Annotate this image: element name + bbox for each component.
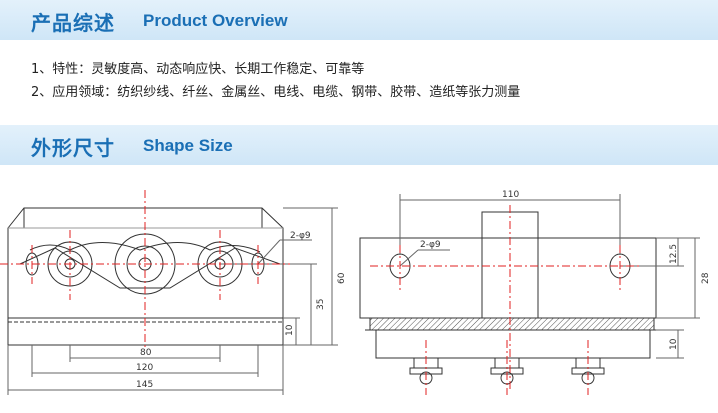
shape-title-en: Shape Size bbox=[143, 136, 233, 155]
side-view-drawing: 110 2-φ9 12.5 28 10 bbox=[359, 190, 711, 395]
front-dim-120: 120 bbox=[136, 363, 153, 373]
feature-list: 1、特性：灵敏度高、动态响应快、长期工作稳定、可靠等 2、应用领域：纺织纱线、纤… bbox=[31, 58, 520, 104]
overview-title-cn: 产品综述 bbox=[31, 11, 115, 35]
shape-title-cn: 外形尺寸 bbox=[31, 136, 115, 160]
side-dim-110: 110 bbox=[502, 190, 519, 200]
side-dim-10: 10 bbox=[669, 338, 679, 350]
overview-header: 产品综述 Product Overview bbox=[0, 0, 718, 40]
side-body-outline bbox=[359, 237, 657, 319]
side-dim-12-5: 12.5 bbox=[669, 244, 679, 264]
front-dim-35: 35 bbox=[316, 299, 326, 310]
overview-title-en: Product Overview bbox=[143, 11, 288, 30]
side-hole-label: 2-φ9 bbox=[420, 240, 441, 250]
shape-header: 外形尺寸 Shape Size bbox=[0, 125, 718, 165]
front-dim-80: 80 bbox=[140, 348, 152, 358]
front-dim-145: 145 bbox=[136, 380, 153, 390]
front-view-drawing: 2-φ9 80 120 145 60 35 10 bbox=[0, 190, 347, 395]
front-dim-60: 60 bbox=[337, 272, 347, 284]
feature-line-1: 1、特性：灵敏度高、动态响应快、长期工作稳定、可靠等 bbox=[31, 62, 365, 77]
front-dim-10: 10 bbox=[285, 324, 295, 336]
side-dim-28: 28 bbox=[701, 272, 711, 284]
feature-line-2: 2、应用领域：纺织纱线、纤丝、金属丝、电线、电缆、钢带、胶带、造纸等张力测量 bbox=[31, 85, 521, 100]
front-hole-label: 2-φ9 bbox=[290, 231, 311, 241]
